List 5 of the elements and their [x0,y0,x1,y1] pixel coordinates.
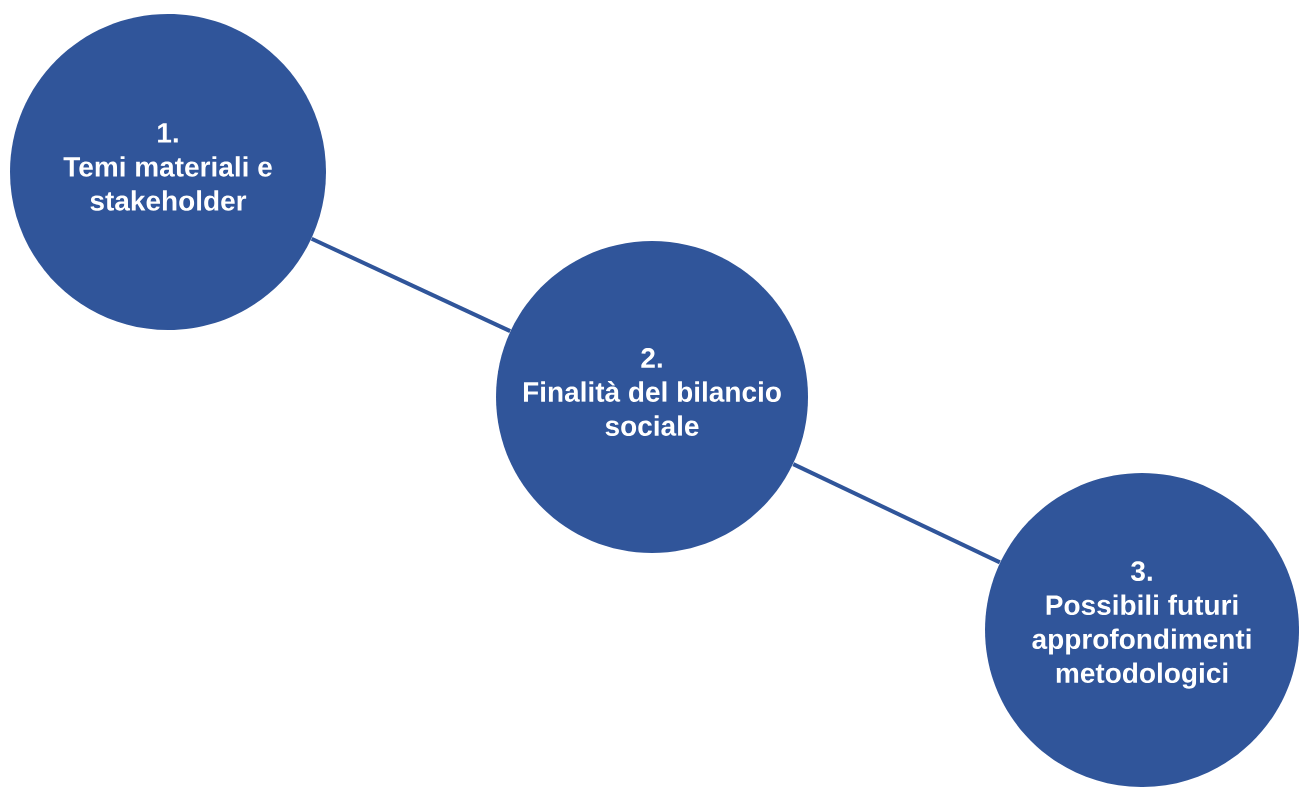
circle-node: 1. Temi materiali e stakeholder [10,14,326,330]
circle-node: 3. Possibili futuri approfondimenti metodologici [985,473,1299,787]
connector-line [310,236,512,333]
circle-node: 2. Finalità del bilancio sociale [496,241,808,553]
connector-line [792,462,1001,565]
